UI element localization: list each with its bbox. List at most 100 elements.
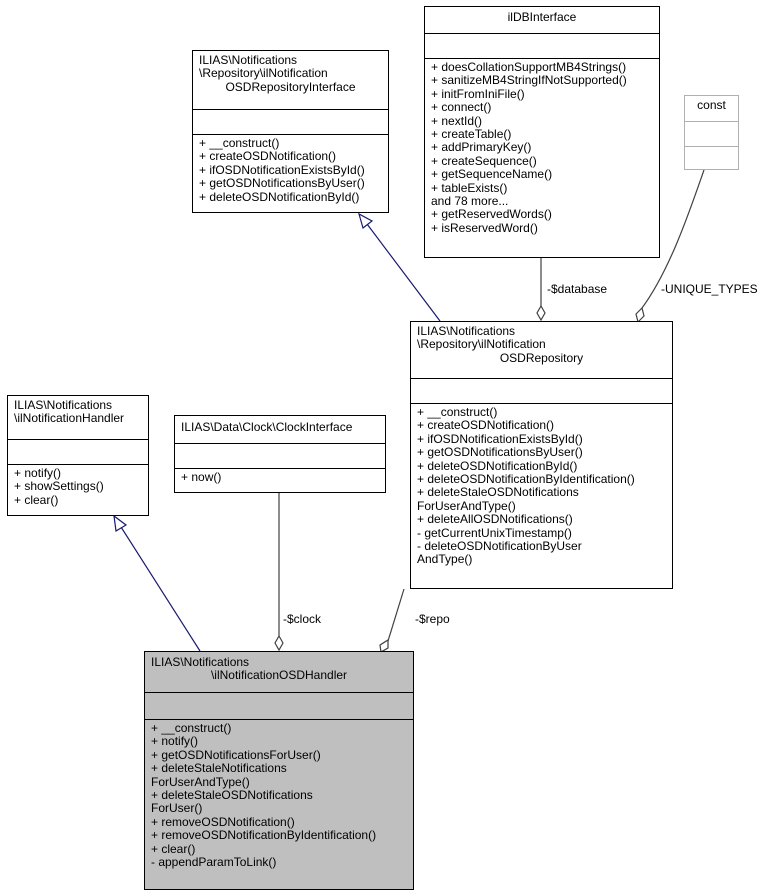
attributes-section xyxy=(685,121,738,146)
class-name: ILIAS\Notifications \Repository\ilNotifi… xyxy=(411,322,672,378)
attributes-section xyxy=(425,33,659,58)
inheritance-arrow-handler xyxy=(120,526,201,652)
edge-label-unique-types: -UNIQUE_TYPES xyxy=(661,282,758,296)
method: + deleteStaleOSDNotifications xyxy=(417,485,579,500)
method: + showSettings() xyxy=(14,479,104,494)
class-name-line: \ilNotificationHandler xyxy=(14,411,125,426)
method: + removeOSDNotification() xyxy=(151,814,295,829)
method: + clear() xyxy=(14,492,59,507)
class-name: ILIAS\Notifications \Repository\ilNotifi… xyxy=(193,51,388,109)
method: + deleteOSDNotificationById() xyxy=(417,458,578,473)
method: - appendParamToLink() xyxy=(151,855,277,870)
class-name-line: \Repository\ilNotification xyxy=(417,337,546,352)
methods-section: + now() xyxy=(175,468,385,487)
class-box-clock-interface[interactable]: ILIAS\Data\Clock\ClockInterface + now() xyxy=(174,415,386,493)
method: + __construct() xyxy=(417,405,498,419)
method: ForUser() xyxy=(151,801,203,816)
method: + sanitizeMB4StringIfNotSupported() xyxy=(431,73,627,88)
method: + createSequence() xyxy=(431,153,537,168)
methods-section: + doesCollationSupportMB4Strings() + san… xyxy=(425,58,659,238)
class-name-line: ILIAS\Notifications xyxy=(14,398,113,412)
class-box-osd-handler[interactable]: ILIAS\Notifications \ilNotificationOSDHa… xyxy=(144,651,414,890)
attributes-section xyxy=(145,692,413,719)
methods-section: + notify() + showSettings() + clear() xyxy=(8,464,148,510)
method: + createOSDNotification() xyxy=(199,149,337,164)
method: - getCurrentUnixTimestamp() xyxy=(417,525,572,540)
method: + createTable() xyxy=(431,127,512,142)
method: + deleteStaleOSDNotifications xyxy=(151,788,313,803)
class-name-line: OSDRepositoryInterface xyxy=(225,79,356,94)
attributes-section xyxy=(175,443,385,468)
class-name-line: \ilNotificationOSDHandler xyxy=(210,668,348,683)
method: + clear() xyxy=(151,841,196,856)
association-line-unique-types xyxy=(641,169,705,309)
method: - deleteOSDNotificationByUser xyxy=(417,539,582,554)
methods-section: + __construct() + createOSDNotification(… xyxy=(411,403,672,570)
class-name-line: ILIAS\Notifications xyxy=(417,324,516,338)
methods-section xyxy=(685,146,738,169)
class-name: ILIAS\Notifications \ilNotificationHandl… xyxy=(8,396,148,439)
method: + now() xyxy=(181,470,222,484)
method-more: and 78 more... xyxy=(431,194,509,209)
class-box-osd-repository[interactable]: ILIAS\Notifications \Repository\ilNotifi… xyxy=(410,321,673,589)
method: + nextId() xyxy=(431,113,483,128)
class-name: const xyxy=(685,96,738,121)
class-name-line: ILIAS\Notifications xyxy=(199,53,298,67)
class-name-line: \Repository\ilNotification xyxy=(199,66,328,81)
method: + getReservedWords() xyxy=(431,207,552,222)
method: + isReservedWord() xyxy=(431,220,538,235)
class-box-const[interactable]: const xyxy=(684,95,739,170)
method: + deleteOSDNotificationByIdentification(… xyxy=(417,472,635,487)
class-name-line: ilDBInterface xyxy=(507,10,577,24)
inheritance-arrowhead-handler xyxy=(113,514,128,532)
class-box-osd-repository-interface[interactable]: ILIAS\Notifications \Repository\ilNotifi… xyxy=(192,50,389,213)
method: + connect() xyxy=(431,100,492,115)
class-box-notification-handler[interactable]: ILIAS\Notifications \ilNotificationHandl… xyxy=(7,395,149,516)
method: + initFromIniFile() xyxy=(431,86,525,101)
method: + removeOSDNotificationByIdentification(… xyxy=(151,828,377,843)
method: + __construct() xyxy=(199,136,280,150)
method: AndType() xyxy=(417,552,473,567)
method: + deleteStaleNotifications xyxy=(151,761,287,776)
method: + addPrimaryKey() xyxy=(431,140,532,155)
association-diamond-clock xyxy=(274,634,284,652)
attributes-section xyxy=(411,378,672,403)
method: + deleteAllOSDNotifications() xyxy=(417,512,573,527)
association-diamond-unique-types xyxy=(635,306,645,324)
method: + getOSDNotificationsForUser() xyxy=(151,747,321,762)
method: + ifOSDNotificationExistsById() xyxy=(417,431,583,446)
edge-label-clock: -$clock xyxy=(283,612,322,626)
class-name-line: const xyxy=(697,98,726,112)
method: + getOSDNotificationsByUser() xyxy=(417,445,583,460)
method: + __construct() xyxy=(151,721,232,735)
class-name: ILIAS\Notifications \ilNotificationOSDHa… xyxy=(145,652,413,692)
method: + createOSDNotification() xyxy=(417,418,555,433)
association-diamond-database xyxy=(536,304,546,322)
method: + getOSDNotificationsByUser() xyxy=(199,176,365,191)
method: + ifOSDNotificationExistsById() xyxy=(199,162,365,177)
method: + getSequenceName() xyxy=(431,167,553,182)
inheritance-arrowhead-repository xyxy=(358,212,374,230)
method: + notify() xyxy=(14,466,62,480)
method: ForUserAndType() xyxy=(417,498,516,513)
association-line-repo xyxy=(387,588,405,642)
edge-label-repo: -$repo xyxy=(415,612,450,626)
class-name: ilDBInterface xyxy=(425,7,659,33)
class-box-ildbinterface[interactable]: ilDBInterface + doesCollationSupportMB4S… xyxy=(424,6,660,258)
attributes-section xyxy=(193,109,388,134)
methods-section: + __construct() + notify() + getOSDNotif… xyxy=(145,719,413,872)
class-name-line: ILIAS\Notifications xyxy=(151,655,250,669)
class-name-line: OSDRepository xyxy=(499,350,584,365)
attributes-section xyxy=(8,439,148,464)
method: + deleteOSDNotificationById() xyxy=(199,189,360,204)
edge-label-database: -$database xyxy=(547,282,608,296)
class-name: ILIAS\Data\Clock\ClockInterface xyxy=(175,416,385,443)
method: + doesCollationSupportMB4Strings() xyxy=(431,60,627,74)
method: + notify() xyxy=(151,734,199,749)
class-name-line: ILIAS\Data\Clock\ClockInterface xyxy=(181,420,353,434)
methods-section: + __construct() + createOSDNotification(… xyxy=(193,134,388,207)
inheritance-arrow-repository xyxy=(366,223,441,322)
method: + tableExists() xyxy=(431,180,508,195)
